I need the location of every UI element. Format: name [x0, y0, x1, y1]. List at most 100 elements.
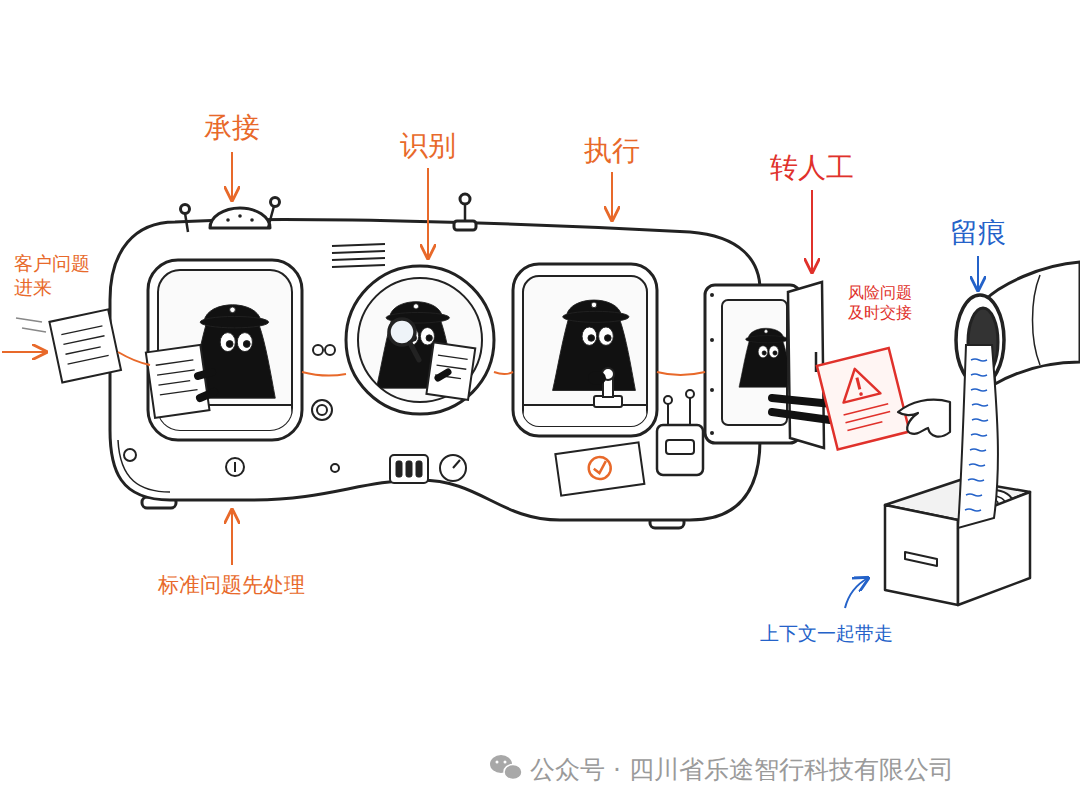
- machine-body: [454, 221, 476, 230]
- execute-window: [689, 398, 691, 425]
- log-paper: [966, 494, 982, 496]
- machine-body: [110, 194, 760, 528]
- handover-hatch: [705, 282, 832, 448]
- record-pipe: [1033, 275, 1041, 365]
- machine-body: [238, 214, 242, 218]
- leader-arrow: [231, 152, 233, 200]
- identify-window: [426, 342, 475, 399]
- leader-arrow: [611, 172, 613, 220]
- archive-drawer: [885, 480, 1030, 605]
- machine-body: [416, 461, 422, 477]
- label-slot: 留痕: [950, 215, 1006, 250]
- stage-label: 执行: [584, 133, 640, 168]
- machine-body: [226, 218, 230, 222]
- leader-arrow: [845, 578, 868, 608]
- label-slot: 转人工: [770, 150, 854, 185]
- execute-window: [513, 264, 703, 496]
- label-slot: 风险问题 及时交接: [848, 283, 917, 323]
- execute-window: [555, 442, 644, 495]
- risk-document: [857, 378, 860, 390]
- leader-arrow: [811, 190, 813, 272]
- log-paper: [958, 345, 998, 528]
- execute-window: [513, 264, 657, 436]
- identify-window: [410, 343, 419, 360]
- log-paper: [969, 464, 985, 466]
- intake-window: [146, 260, 302, 440]
- process-wire: [118, 352, 705, 376]
- machine-body: [332, 265, 385, 267]
- incoming-document: [61, 326, 102, 335]
- machine-body: [317, 405, 327, 415]
- execute-window: [686, 390, 694, 398]
- leader-arrow: [427, 168, 429, 258]
- machine-body: [331, 464, 339, 472]
- log-paper: [965, 509, 981, 511]
- wechat-icon: [504, 761, 507, 764]
- execute-window: [555, 442, 644, 495]
- receiving-hand: [898, 400, 950, 437]
- machine-body: [268, 206, 274, 228]
- execute-window: [553, 300, 636, 390]
- incoming-document: [49, 309, 121, 382]
- label-slot: 公众号 · 四川省乐途智行科技有限公司: [530, 754, 954, 785]
- log-paper: [971, 374, 987, 376]
- risk-document: [847, 422, 882, 431]
- log-paper: [971, 359, 987, 361]
- log-paper: [971, 389, 987, 391]
- machine-body: [234, 462, 236, 472]
- stage-label: 留痕: [950, 215, 1006, 250]
- execute-window: [664, 396, 672, 404]
- label-slot: 识别: [400, 128, 456, 163]
- machine-body: [124, 449, 136, 461]
- log-paper: [965, 359, 988, 511]
- machine-body: [226, 458, 244, 476]
- log-paper: [972, 419, 988, 421]
- machine-body: [110, 220, 760, 520]
- wechat-icon: [490, 755, 522, 780]
- process-wire: [657, 372, 705, 375]
- machine-body: [250, 218, 254, 222]
- machine-body: [396, 461, 402, 477]
- handover-hatch: [772, 412, 830, 420]
- process-wire: [118, 352, 150, 365]
- handover-hatch: [739, 328, 787, 387]
- intake-window: [200, 392, 214, 398]
- leader-arrow: [2, 152, 978, 608]
- receiving-hand: [898, 400, 950, 437]
- execute-window: [657, 425, 703, 475]
- leader-arrow: [977, 256, 979, 290]
- execute-window: [588, 371, 606, 385]
- identify-window: [346, 266, 494, 414]
- label-slot: 执行: [584, 133, 640, 168]
- label-slot: 承接: [204, 110, 260, 145]
- machine-body: [440, 455, 466, 481]
- intake-window: [146, 345, 210, 418]
- identify-window: [358, 278, 482, 402]
- incoming-document: [22, 328, 46, 332]
- wechat-icon: [496, 761, 499, 764]
- incoming-document: [68, 355, 109, 364]
- watermark: 公众号 · 四川省乐途智行科技有限公司: [530, 754, 954, 785]
- handover-hatch: [772, 398, 832, 404]
- handover-hatch: [705, 285, 800, 443]
- identify-window: [438, 355, 468, 359]
- execute-window: [666, 440, 694, 454]
- incoming-document: [49, 309, 121, 382]
- risk-document: [859, 392, 863, 396]
- machine-body: [185, 213, 188, 232]
- intake-window: [146, 345, 210, 418]
- machine-body: [332, 251, 385, 253]
- stage-label: 转人工: [770, 150, 854, 185]
- stage-label: 识别: [400, 128, 456, 163]
- machine-body: [181, 205, 190, 214]
- execute-window: [593, 461, 607, 474]
- identify-window: [426, 342, 475, 399]
- log-paper: [971, 434, 987, 436]
- machine-body: [325, 345, 335, 355]
- intake-window: [156, 360, 194, 365]
- handover-hatch: [710, 293, 714, 297]
- input-note: 客户问题 进来: [14, 252, 96, 300]
- machine-body: [406, 461, 412, 477]
- process-note: 标准问题先处理: [158, 572, 305, 598]
